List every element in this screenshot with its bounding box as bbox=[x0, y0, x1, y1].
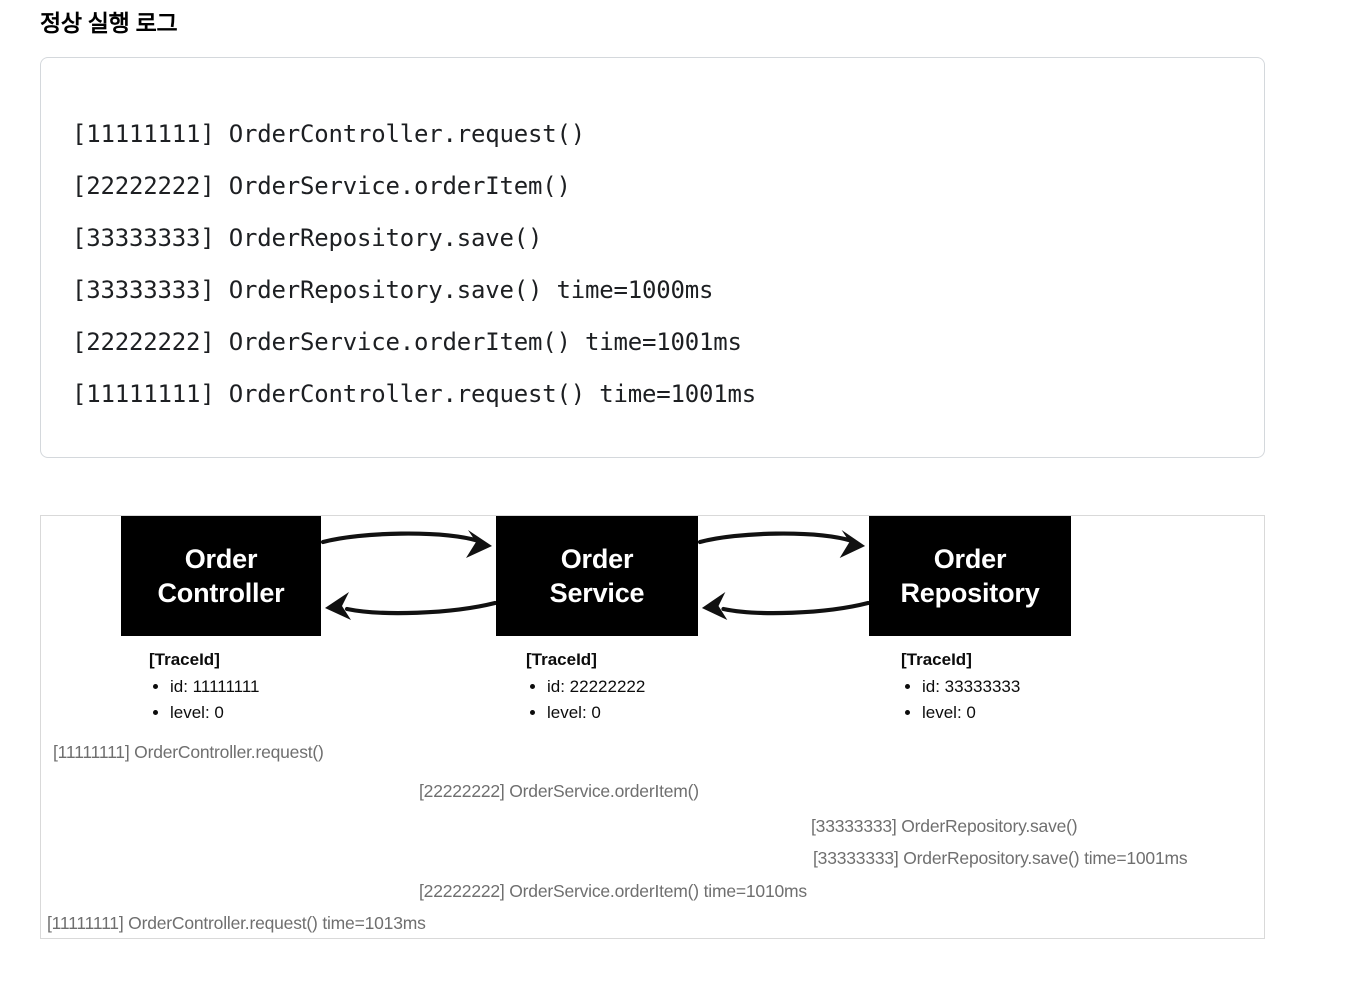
trace-list: id: 11111111 level: 0 bbox=[149, 674, 409, 726]
page-title: 정상 실행 로그 bbox=[40, 10, 178, 36]
diagram-log-line: [11111111] OrderController.request() tim… bbox=[47, 913, 426, 933]
code-line: [11111111] OrderController.request() bbox=[72, 120, 585, 148]
node-label-line: Order bbox=[184, 544, 258, 574]
code-line: [33333333] OrderRepository.save() time=1… bbox=[72, 276, 714, 304]
node-label-line: Order bbox=[933, 544, 1007, 574]
node-order-service: Order Service bbox=[496, 516, 698, 636]
diagram-log-line: [33333333] OrderRepository.save() bbox=[811, 816, 1078, 836]
code-line: [22222222] OrderService.orderItem() bbox=[72, 172, 571, 200]
node-label-line: Controller bbox=[157, 578, 285, 608]
node-order-controller: Order Controller bbox=[121, 516, 321, 636]
arrow-left-icon bbox=[701, 592, 869, 620]
node-label-line: Order bbox=[560, 544, 634, 574]
trace-item: id: 11111111 bbox=[170, 674, 409, 700]
trace-header: [TraceId] bbox=[901, 650, 972, 669]
diagram-log-line: [11111111] OrderController.request() bbox=[53, 742, 324, 762]
trace-block-service: [TraceId] id: 22222222 level: 0 bbox=[526, 650, 786, 726]
code-line: [33333333] OrderRepository.save() bbox=[72, 224, 543, 252]
code-line: [22222222] OrderService.orderItem() time… bbox=[72, 328, 742, 356]
trace-item: level: 0 bbox=[170, 700, 409, 726]
trace-block-controller: [TraceId] id: 11111111 level: 0 bbox=[149, 650, 409, 726]
trace-list: id: 33333333 level: 0 bbox=[901, 674, 1161, 726]
node-order-repository: Order Repository bbox=[869, 516, 1071, 636]
arrow-right-icon bbox=[321, 530, 492, 558]
arrows-controller-service bbox=[321, 530, 496, 620]
trace-block-repository: [TraceId] id: 33333333 level: 0 bbox=[901, 650, 1161, 726]
trace-header: [TraceId] bbox=[526, 650, 597, 669]
log-code-block: [11111111] OrderController.request() [22… bbox=[40, 57, 1265, 458]
trace-item: id: 22222222 bbox=[547, 674, 786, 700]
code-line: [11111111] OrderController.request() tim… bbox=[72, 380, 756, 408]
trace-item: level: 0 bbox=[922, 700, 1161, 726]
diagram-log-line: [33333333] OrderRepository.save() time=1… bbox=[813, 848, 1188, 868]
trace-item: level: 0 bbox=[547, 700, 786, 726]
trace-diagram-panel: Order Controller Order Service Order Rep… bbox=[40, 515, 1265, 939]
arrow-right-icon bbox=[698, 530, 866, 558]
diagram-log-line: [22222222] OrderService.orderItem() bbox=[419, 781, 699, 801]
trace-list: id: 22222222 level: 0 bbox=[526, 674, 786, 726]
arrows-service-repository bbox=[698, 530, 869, 620]
trace-header: [TraceId] bbox=[149, 650, 220, 669]
node-label-line: Service bbox=[549, 578, 645, 608]
diagram-log-line: [22222222] OrderService.orderItem() time… bbox=[419, 881, 807, 901]
trace-item: id: 33333333 bbox=[922, 674, 1161, 700]
node-label-line: Repository bbox=[900, 578, 1040, 608]
arrow-left-icon bbox=[325, 592, 496, 620]
